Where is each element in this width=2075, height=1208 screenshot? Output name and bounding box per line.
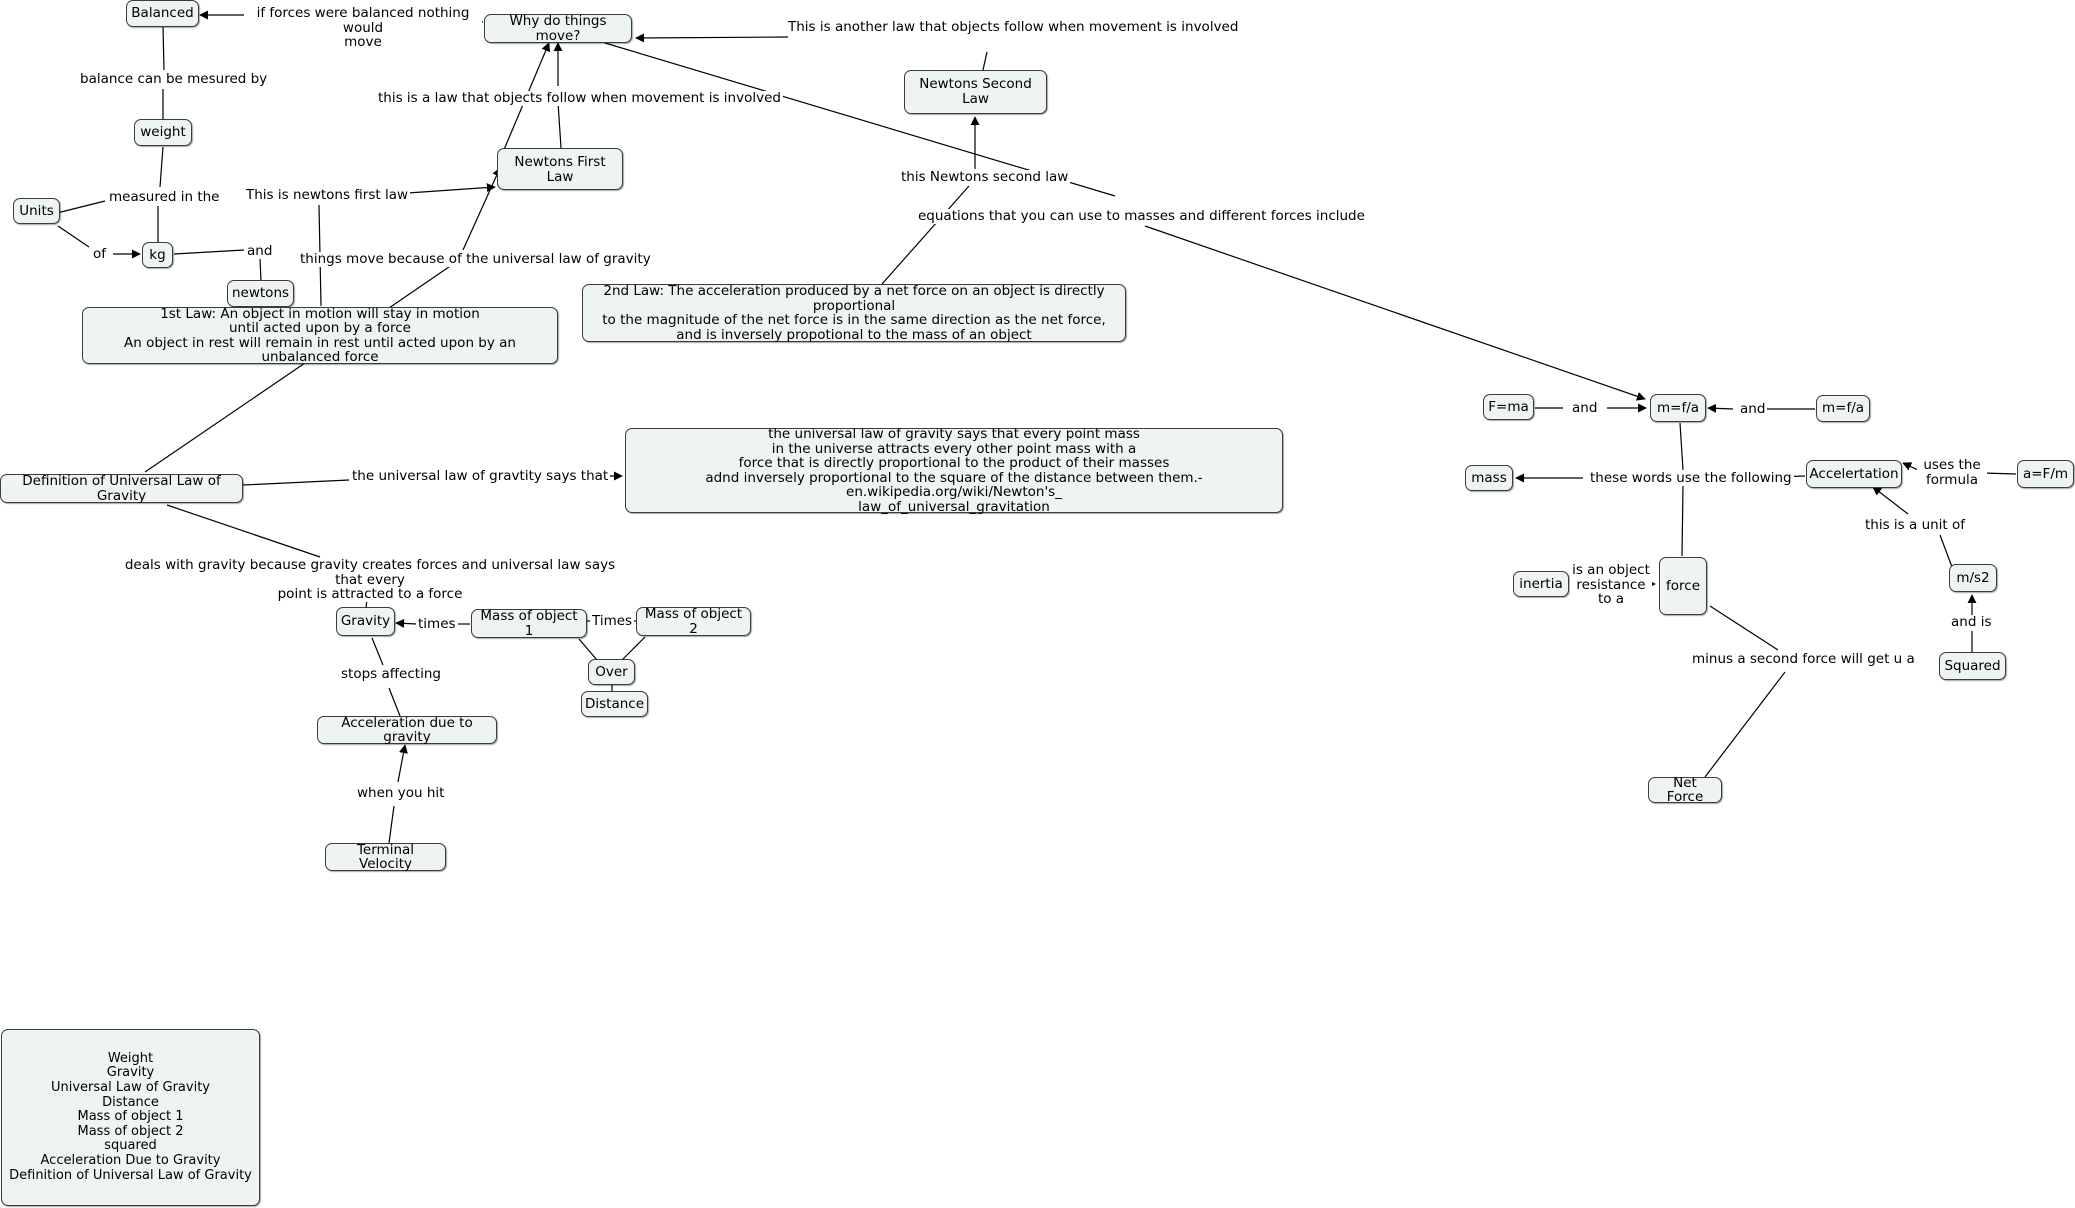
link-label-and-is: and is — [1949, 614, 1994, 630]
link-label-and-mfa: and — [1738, 401, 1768, 417]
mass-of-object-1-node[interactable]: Mass of object 1 — [471, 609, 587, 638]
inertia-node[interactable]: inertia — [1513, 571, 1569, 597]
units-node[interactable]: Units — [13, 198, 60, 224]
link-label-universal-says: the universal law of gravtity says that — [350, 468, 611, 484]
gravity-node[interactable]: Gravity — [336, 607, 395, 636]
newtons-second-law-node[interactable]: Newtons Second Law — [904, 70, 1047, 114]
terminal-velocity-node[interactable]: Terminal Velocity — [325, 842, 446, 871]
link-label-things-move: things move because of the universal law… — [298, 251, 653, 267]
squared-node[interactable]: Squared — [1939, 652, 2006, 680]
mass-node[interactable]: mass — [1465, 465, 1513, 491]
distance-node[interactable]: Distance — [581, 691, 648, 717]
universal-law-statement-node[interactable]: the universal law of gravity says that e… — [625, 427, 1283, 514]
m-equals-f-over-a-node[interactable]: m=f/a — [1650, 394, 1706, 422]
link-label-minus-force: minus a second force will get u a — [1690, 651, 1917, 667]
link-label-unit-of: this is a unit of — [1863, 517, 1968, 533]
first-law-definition-node[interactable]: 1st Law: An object in motion will stay i… — [82, 306, 558, 364]
link-label-first-law: This is newtons first law — [244, 187, 411, 203]
second-law-definition-node[interactable]: 2nd Law: The acceleration produced by a … — [582, 284, 1126, 342]
acceleration-due-to-gravity-node[interactable]: Acceleration due to gravity — [317, 715, 497, 744]
net-force-node[interactable]: Net Force — [1648, 775, 1722, 804]
link-label-uses-formula: uses the formula — [1917, 458, 1987, 487]
f-equals-ma-node[interactable]: F=ma — [1483, 394, 1534, 420]
kg-node[interactable]: kg — [142, 242, 173, 268]
link-label-times-2: Times — [590, 613, 635, 629]
link-label-words-use: these words use the following — [1588, 470, 1794, 486]
m-per-s2-node[interactable]: m/s2 — [1949, 564, 1997, 592]
link-label-times: times — [416, 616, 458, 632]
link-label-and-newtons: and — [245, 243, 275, 259]
link-label-measured-in: measured in the — [107, 189, 222, 205]
a-equals-f-over-m-node[interactable]: a=F/m — [2017, 460, 2074, 488]
link-label-another-law: This is another law that objects follow … — [786, 19, 1241, 35]
link-label-object-resistance: is an object resistance to a — [1570, 563, 1652, 607]
link-label-second-law: this Newtons second law — [899, 169, 1071, 185]
definition-universal-law-node[interactable]: Definition of Universal Law of Gravity — [0, 474, 243, 503]
balanced-node[interactable]: Balanced — [126, 0, 199, 27]
newtons-first-law-node[interactable]: Newtons First Law — [497, 148, 623, 190]
legend-concept-list: Weight Gravity Universal Law of Gravity … — [1, 1029, 260, 1206]
m-equals-f-over-a-node-2[interactable]: m=f/a — [1816, 395, 1870, 422]
link-label-forces-balanced: if forces were balanced nothing would mo… — [244, 6, 482, 50]
over-node[interactable]: Over — [588, 659, 635, 685]
accelertation-node[interactable]: Accelertation — [1806, 460, 1902, 488]
link-label-equations: equations that you can use to masses and… — [916, 208, 1367, 224]
link-label-stops-affecting: stops affecting — [339, 666, 443, 682]
link-label-deals-with: deals with gravity because gravity creat… — [112, 558, 628, 602]
link-label-and-fma: and — [1570, 400, 1600, 416]
why-do-things-move-node[interactable]: Why do things move? — [484, 14, 632, 43]
link-label-law-movement: this is a law that objects follow when m… — [376, 90, 783, 106]
link-label-of: of — [91, 246, 109, 262]
mass-of-object-2-node[interactable]: Mass of object 2 — [636, 607, 751, 636]
link-label-when-you-hit: when you hit — [355, 785, 447, 801]
link-label-balance-measured: balance can be mesured by — [78, 71, 270, 87]
force-node[interactable]: force — [1659, 557, 1707, 615]
newtons-node[interactable]: newtons — [227, 280, 294, 307]
weight-node[interactable]: weight — [134, 119, 192, 146]
